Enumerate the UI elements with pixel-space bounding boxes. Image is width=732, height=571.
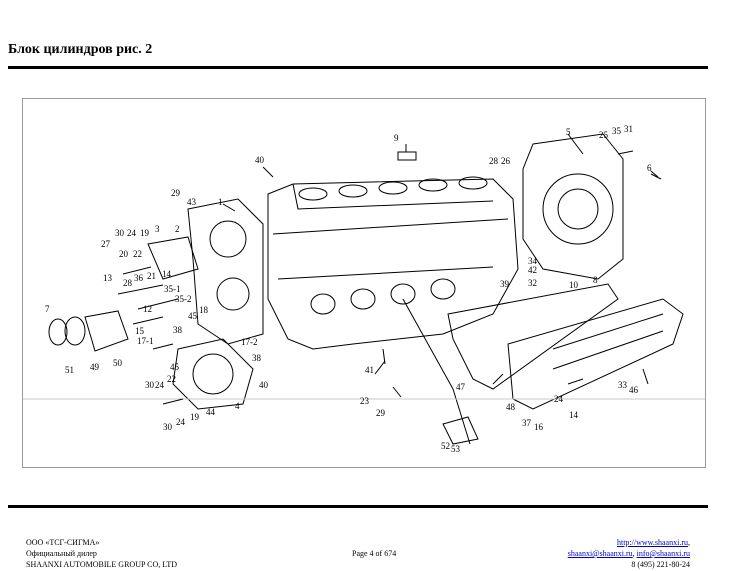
callout-label: 30	[115, 228, 125, 238]
website-link[interactable]: http://www.shaanxi.ru	[616, 538, 688, 547]
callout-label: 53	[451, 444, 461, 454]
callout-label: 19	[190, 412, 200, 422]
callout-label: 31	[624, 124, 633, 134]
callout-label: 30	[163, 422, 173, 432]
callout-label: 17-2	[241, 337, 258, 347]
callout-label: 41	[365, 365, 374, 375]
callout-label: 48	[506, 402, 516, 412]
callout-label: 4	[235, 401, 240, 411]
callout-label: 15	[135, 326, 145, 336]
callout-label: 45	[188, 311, 198, 321]
cylinder-block	[267, 178, 519, 350]
callout-label: 23	[360, 396, 370, 406]
callout-label: 1	[218, 197, 223, 207]
callout-label: 14	[569, 410, 579, 420]
callout-label: 3	[155, 224, 160, 234]
callout-label: 7	[45, 304, 50, 314]
callout-label: 40	[259, 380, 269, 390]
footer-rule	[8, 505, 708, 508]
callout-label: 10	[569, 280, 579, 290]
callout-labels: 40 9 28 26 5 25 35 31 6 29 43 1 30 24 19…	[45, 124, 652, 454]
callout-label: 39	[500, 279, 510, 289]
callout-label: 18	[199, 305, 209, 315]
callout-label: 50	[113, 358, 123, 368]
callout-label: 8	[593, 275, 598, 285]
phone-number: 8 (495) 221-80-24	[631, 560, 690, 569]
header-rule	[8, 66, 708, 69]
callout-label: 2	[175, 224, 180, 234]
page-title: Блок цилиндров рис. 2	[8, 42, 153, 57]
callout-label: 26	[501, 156, 511, 166]
callout-label: 19	[140, 228, 150, 238]
callout-label: 21	[147, 271, 156, 281]
callout-label: 32	[528, 278, 537, 288]
callout-label: 20	[119, 249, 129, 259]
callout-label: 29	[376, 408, 386, 418]
email-link-shaanxi[interactable]: shaanxi@shaanxi.ru	[567, 549, 633, 558]
callout-label: 22	[167, 374, 176, 384]
dealer-text: Официальный дилер	[26, 549, 97, 558]
callout-label: 51	[65, 365, 74, 375]
callout-label: 43	[187, 197, 197, 207]
callout-label: 35	[612, 126, 622, 136]
front-cover	[172, 338, 254, 410]
callout-label: 9	[394, 133, 399, 143]
callout-label: 40	[255, 155, 265, 165]
callout-label: 34	[528, 256, 538, 266]
callout-label: 24	[127, 228, 137, 238]
callout-label: 13	[103, 273, 113, 283]
callout-label: 5	[566, 127, 571, 137]
callout-label: 46	[629, 385, 639, 395]
flywheel-housing	[522, 133, 624, 280]
callout-label: 37	[522, 418, 532, 428]
callout-label: 16	[534, 422, 544, 432]
callout-label: 44	[206, 407, 216, 417]
callout-label: 47	[456, 382, 466, 392]
callout-label: 28	[123, 278, 133, 288]
page-number: Page 4 of 674	[352, 549, 397, 558]
email-separator: ,	[632, 549, 637, 558]
callout-label: 33	[618, 380, 628, 390]
callout-label: 35-1	[164, 284, 181, 294]
callout-label: 35-2	[175, 294, 192, 304]
callout-label: 36	[134, 273, 144, 283]
footer-left: ООО «ТСГ-СИГМА» Официальный дилер SHAANX…	[26, 537, 177, 570]
exploded-view-drawing: 40 9 28 26 5 25 35 31 6 29 43 1 30 24 19…	[23, 124, 705, 454]
callout-label: 24	[155, 380, 165, 390]
callout-label: 14	[162, 269, 172, 279]
group-name: SHAANXI AUTOMOBILE GROUP CO, LTD	[26, 560, 178, 569]
callout-label: 38	[173, 325, 183, 335]
callout-label: 42	[528, 265, 537, 275]
site-suffix: ,	[688, 538, 690, 547]
footer-right: http://www.shaanxi.ru, shaanxi@shaanxi.r…	[568, 537, 690, 570]
callout-label: 6	[647, 163, 652, 173]
callout-label: 29	[171, 188, 181, 198]
callout-label: 22	[133, 249, 142, 259]
callout-label: 30	[145, 380, 155, 390]
callout-label: 24	[176, 417, 186, 427]
callout-label: 12	[143, 304, 152, 314]
callout-label: 49	[90, 362, 100, 372]
callout-label: 17-1	[137, 336, 154, 346]
oil-pan-gasket	[447, 283, 619, 390]
callout-label: 27	[101, 239, 111, 249]
email-link-info[interactable]: info@shaanxi.ru	[636, 549, 690, 558]
callout-label: 38	[252, 353, 262, 363]
company-name: ООО «ТСГ-СИГМА»	[26, 538, 100, 547]
callout-label: 28	[489, 156, 499, 166]
callout-label: 52	[441, 441, 450, 451]
callout-label: 24	[554, 394, 564, 404]
callout-label: 45	[170, 362, 180, 372]
engine-block-diagram: 40 9 28 26 5 25 35 31 6 29 43 1 30 24 19…	[22, 98, 706, 468]
callout-label: 25	[599, 130, 609, 140]
